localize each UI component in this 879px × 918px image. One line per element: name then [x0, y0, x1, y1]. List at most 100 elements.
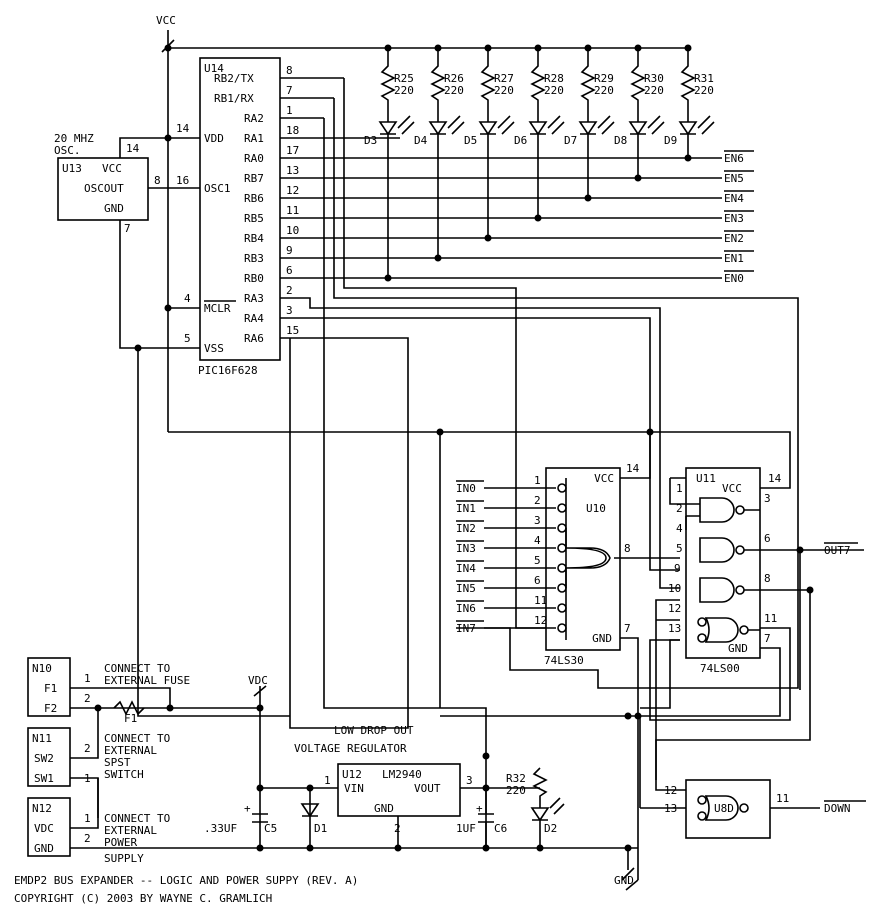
svg-text:VCC: VCC — [722, 482, 742, 495]
input-label: IN3 — [456, 542, 476, 555]
svg-text:12: 12 — [664, 784, 677, 797]
vdc-label: VDC — [248, 674, 268, 687]
svg-text:14: 14 — [126, 142, 140, 155]
svg-text:U13: U13 — [62, 162, 82, 175]
u11-part: 74LS00 — [700, 662, 740, 675]
svg-text:15: 15 — [286, 324, 299, 337]
svg-text:5: 5 — [184, 332, 191, 345]
down-label: DOWN — [824, 802, 851, 815]
input-label: IN2 — [456, 522, 476, 535]
svg-text:EXTERNAL FUSE: EXTERNAL FUSE — [104, 674, 190, 687]
n12-connector: N12 VDC GND 12 CONNECT TO EXTERNAL POWER… — [27, 778, 638, 865]
svg-text:2: 2 — [676, 502, 683, 515]
resistor-ref: R30 — [644, 72, 664, 85]
vcc-label: VCC — [156, 14, 176, 27]
svg-text:11: 11 — [764, 612, 777, 625]
svg-text:RA6: RA6 — [244, 332, 264, 345]
svg-text:LM2940: LM2940 — [382, 768, 422, 781]
svg-text:3: 3 — [286, 304, 293, 317]
svg-text:11: 11 — [286, 204, 299, 217]
svg-text:17: 17 — [286, 144, 299, 157]
u8d-gate: 12 13 11 U8D DOWN — [639, 716, 866, 839]
svg-text:RB7: RB7 — [244, 172, 264, 185]
svg-text:POWER: POWER — [104, 836, 137, 849]
out7-net: OUT7 — [655, 542, 864, 791]
u14-ref: U14 — [204, 62, 224, 75]
svg-text:8: 8 — [286, 64, 293, 77]
svg-text:2: 2 — [84, 832, 91, 845]
resistor-value: 220 — [394, 84, 414, 97]
osc-label: OSC. — [54, 144, 81, 157]
svg-text:U12: U12 — [342, 768, 362, 781]
pin-number: 4 — [534, 534, 541, 547]
d1-label: D1 — [314, 822, 327, 835]
svg-text:N10: N10 — [32, 662, 52, 675]
svg-text:14: 14 — [768, 472, 782, 485]
resistor-value: 220 — [644, 84, 664, 97]
c6-ref: C6 — [494, 822, 507, 835]
enable-label: EN3 — [724, 212, 744, 225]
resistor-ref: R27 — [494, 72, 514, 85]
svg-text:RA4: RA4 — [244, 312, 264, 325]
svg-text:13: 13 — [668, 622, 681, 635]
gnd-label: GND — [614, 874, 634, 887]
svg-text:9: 9 — [286, 244, 293, 257]
junctions — [94, 44, 814, 852]
svg-text:RA3: RA3 — [244, 292, 264, 305]
regulator: LOW DROP OUT VOLTAGE REGULATOR U12 LM294… — [204, 724, 635, 887]
svg-text:7: 7 — [624, 622, 631, 635]
led-label: D8 — [614, 134, 627, 147]
svg-text:4: 4 — [676, 522, 683, 535]
enable-output-en0: EN0 — [724, 270, 754, 285]
pin-number: 12 — [534, 614, 547, 627]
u11-74ls00: U11 VCC GND 74LS00 1 2 3 4 5 6 7 8 9 10 … — [440, 467, 810, 780]
svg-text:N11: N11 — [32, 732, 52, 745]
c6-value: 1UF — [456, 822, 476, 835]
svg-text:2: 2 — [84, 692, 91, 705]
input-label: IN0 — [456, 482, 476, 495]
svg-text:13: 13 — [286, 164, 299, 177]
svg-text:SPST: SPST — [104, 756, 131, 769]
svg-text:8: 8 — [764, 572, 771, 585]
svg-text:1: 1 — [286, 104, 293, 117]
trace-ra2 — [323, 118, 487, 848]
enable-label: EN5 — [724, 172, 744, 185]
led-label: D5 — [464, 134, 477, 147]
svg-text:LOW DROP OUT: LOW DROP OUT — [334, 724, 414, 737]
svg-text:GND: GND — [34, 842, 54, 855]
svg-text:RB2/TX: RB2/TX — [214, 72, 254, 85]
led-label: D9 — [664, 134, 677, 147]
svg-text:VOLTAGE REGULATOR: VOLTAGE REGULATOR — [294, 742, 407, 755]
svg-text:RB0: RB0 — [244, 272, 264, 285]
svg-text:SW2: SW2 — [34, 752, 54, 765]
svg-text:3: 3 — [466, 774, 473, 787]
led-label: D4 — [414, 134, 428, 147]
enable-label: EN1 — [724, 252, 744, 265]
n11-connector: N11 SW2 SW1 21 CONNECT TO EXTERNAL SPST … — [27, 708, 170, 818]
r32-ref: R32 — [506, 772, 526, 785]
svg-text:8: 8 — [154, 174, 161, 187]
svg-text:1: 1 — [84, 672, 91, 685]
c5-ref: C5 — [264, 822, 277, 835]
enable-output-en3: EN3 — [724, 210, 754, 225]
enable-output-en2: EN2 — [724, 230, 754, 245]
svg-text:CONNECT TO: CONNECT TO — [104, 732, 170, 745]
resistor-value: 220 — [594, 84, 614, 97]
svg-text:10: 10 — [668, 582, 681, 595]
svg-text:RB1/RX: RB1/RX — [214, 92, 254, 105]
svg-text:18: 18 — [286, 124, 299, 137]
svg-text:10: 10 — [286, 224, 299, 237]
pin-number: 6 — [534, 574, 541, 587]
trace-rb1 — [333, 98, 799, 689]
svg-text:EXTERNAL: EXTERNAL — [104, 744, 157, 757]
enable-output-en6: EN6 — [724, 150, 754, 165]
svg-text:VDC: VDC — [34, 822, 54, 835]
svg-text:U11: U11 — [696, 472, 716, 485]
svg-text:9: 9 — [674, 562, 681, 575]
d2-label: D2 — [544, 822, 557, 835]
